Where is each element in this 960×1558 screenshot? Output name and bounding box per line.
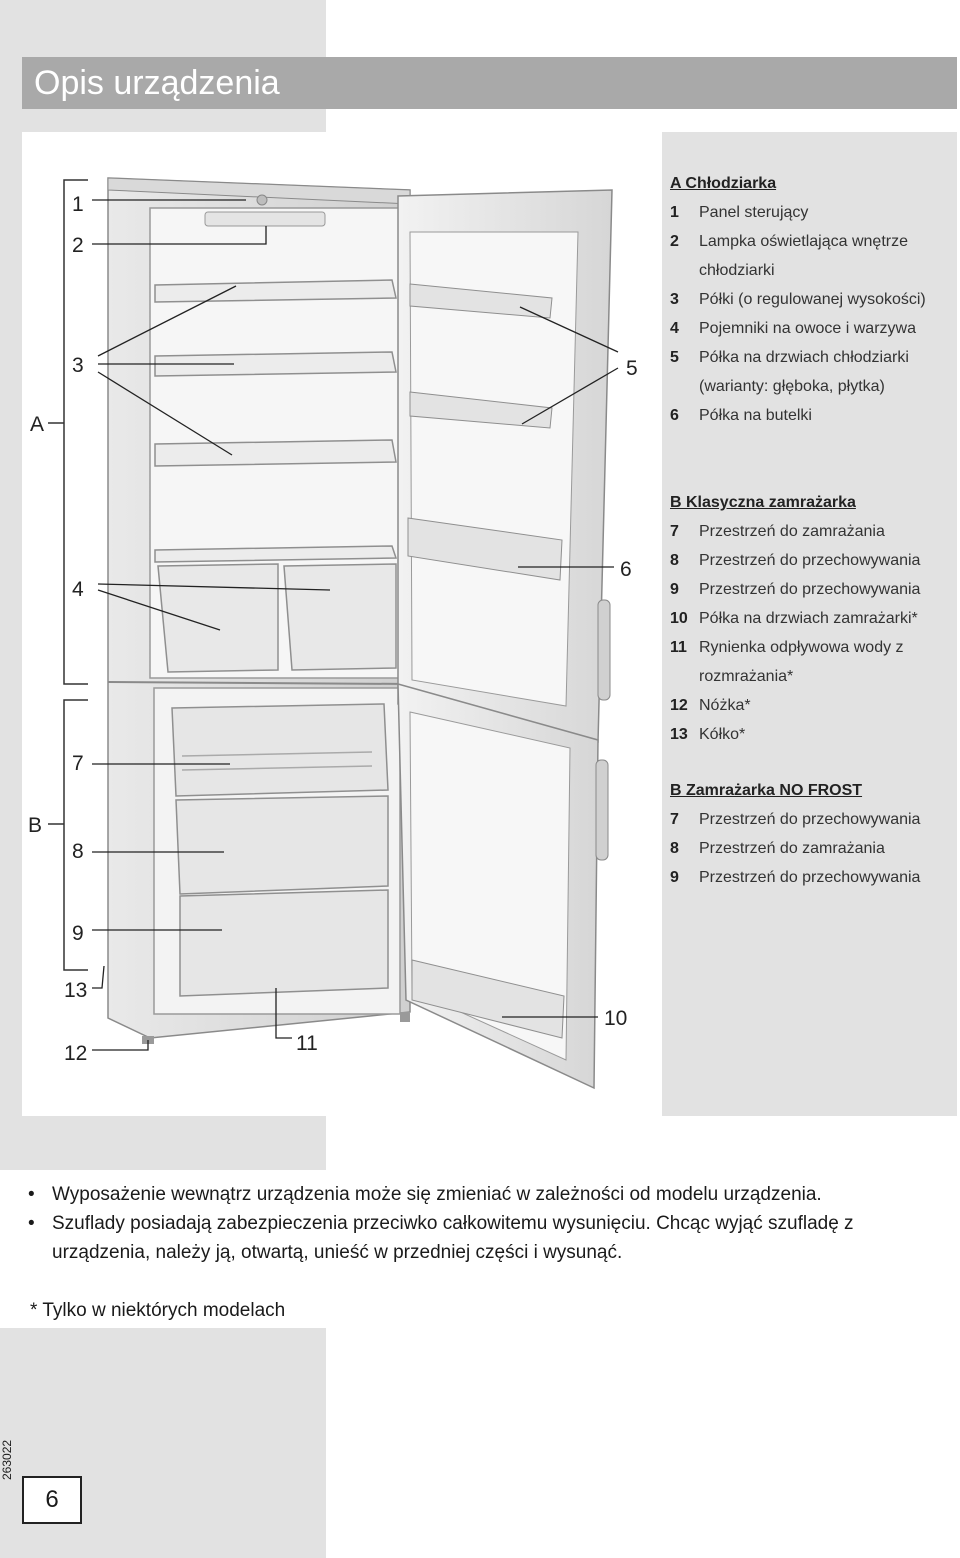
legend-number: 11 (670, 639, 687, 656)
legend-group-refrigerator: A Chłodziarka 1 Panel sterujący 2 Lampka o… (670, 169, 960, 430)
group-label-a: A (30, 413, 44, 436)
legend-number: 1 (670, 204, 679, 221)
note-text: Szuflady posiadają zabezpieczenia przeci… (52, 1213, 854, 1263)
legend-heading: B Klasyczna zamrażarka (670, 494, 856, 511)
legend-item: 11 Rynienka odpływowa wody z rozmrażania* (670, 633, 960, 691)
legend-group-classic-freezer: B Klasyczna zamrażarka 7 Przestrzeń do za… (670, 488, 960, 749)
legend-number: 8 (670, 840, 679, 857)
callout-leader-lines (92, 199, 619, 1051)
legend-text: Przestrzeń do przechowywania (699, 581, 921, 598)
footnote: * Tylko w niektórych modelach (30, 1300, 286, 1321)
legend-number: 13 (670, 726, 688, 743)
notes-list: • Wyposażenie wewnątrz urządzenia może s… (22, 1180, 952, 1267)
legend-item: 7 Przestrzeń do zamrażania (670, 517, 960, 546)
legend-text: Przestrzeń do zamrażania (699, 840, 885, 857)
legend-item: 3 Półki (o regulowanej wysokości) (670, 285, 960, 314)
callout-5: 5 (626, 357, 638, 380)
legend-item: 8 Przestrzeń do zamrażania (670, 834, 960, 863)
legend-item: 7 Przestrzeń do przechowywania (670, 805, 960, 834)
legend-text: Lampka oświetlająca wnętrze chłodziarki (699, 233, 908, 279)
legend-heading: B Zamrażarka NO FROST (670, 782, 863, 799)
legend-text: Przestrzeń do przechowywania (699, 869, 921, 886)
legend-number: 3 (670, 291, 679, 308)
legend-number: 9 (670, 869, 679, 886)
legend-item: 2 Lampka oświetlająca wnętrze chłodziarki (670, 227, 960, 285)
fridge-door (397, 189, 613, 743)
legend-text: Pojemniki na owoce i warzywa (699, 320, 916, 337)
legend-number: 12 (670, 697, 688, 714)
legend-item: 13 Kółko* (670, 720, 960, 749)
legend-item: 9 Przestrzeń do przechowywania (670, 863, 960, 892)
callout-6: 6 (620, 558, 632, 581)
document-code: 263022 (0, 1439, 14, 1480)
legend-heading: A Chłodziarka (670, 175, 777, 192)
legend-item: 5 Półka na drzwiach chłodziarki (warianty… (670, 343, 960, 401)
legend-text: Półka na drzwiach zamrażarki* (699, 610, 918, 627)
legend-text: Przestrzeń do przechowywania (699, 811, 921, 828)
legend-number: 6 (670, 407, 679, 424)
page-number: 6 (22, 1476, 82, 1524)
group-label-b: B (28, 814, 42, 837)
bullet: • (28, 1213, 35, 1234)
callout-13: 13 (64, 979, 87, 1002)
page-title: Opis urządzenia (22, 57, 957, 109)
callout-12: 12 (64, 1042, 87, 1065)
legend-item: 9 Przestrzeń do przechowywania (670, 575, 960, 604)
legend-number: 7 (670, 811, 679, 828)
legend-text: Nóżka* (699, 697, 751, 714)
callout-11: 11 (296, 1032, 318, 1055)
bullet: • (28, 1184, 35, 1205)
callout-7: 7 (72, 752, 84, 775)
callout-2: 2 (72, 234, 84, 257)
legend-item: 1 Panel sterujący (670, 198, 960, 227)
legend-text: Rynienka odpływowa wody z rozmrażania* (699, 639, 904, 685)
legend-text: Półki (o regulowanej wysokości) (699, 291, 926, 308)
callout-9: 9 (72, 922, 84, 945)
legend-number: 7 (670, 523, 679, 540)
legend-number: 2 (670, 233, 679, 250)
callout-1: 1 (72, 193, 84, 216)
group-brackets (48, 179, 88, 971)
note-item: • Wyposażenie wewnątrz urządzenia może s… (22, 1180, 952, 1209)
legend-item: 12 Nóżka* (670, 691, 960, 720)
legend-text: Przestrzeń do przechowywania (699, 552, 921, 569)
freezer-drawers (171, 703, 389, 997)
legend-item: 4 Pojemniki na owoce i warzywa (670, 314, 960, 343)
legend-number: 8 (670, 552, 679, 569)
legend-item: 10 Półka na drzwiach zamrażarki* (670, 604, 960, 633)
legend-item: 6 Półka na butelki (670, 401, 960, 430)
legend-number: 10 (670, 610, 688, 627)
legend-text: Kółko* (699, 726, 746, 743)
callout-3: 3 (72, 354, 84, 377)
legend-text: Panel sterujący (699, 204, 809, 221)
legend-text: Półka na butelki (699, 407, 812, 424)
legend-text: Przestrzeń do zamrażania (699, 523, 885, 540)
crisper-drawers (157, 563, 397, 673)
legend-panel (662, 132, 957, 1116)
legend-number: 9 (670, 581, 679, 598)
note-text: Wyposażenie wewnątrz urządzenia może się… (52, 1184, 822, 1205)
freezer-door (397, 683, 609, 1090)
control-panel (204, 194, 326, 227)
callout-4: 4 (72, 578, 84, 601)
note-item: • Szuflady posiadają zabezpieczenia prze… (22, 1209, 952, 1267)
legend-number: 5 (670, 349, 679, 366)
legend-item: 8 Przestrzeń do przechowywania (670, 546, 960, 575)
legend-number: 4 (670, 320, 679, 337)
callout-10: 10 (604, 1007, 627, 1030)
legend-text: Półka na drzwiach chłodziarki (warianty:… (699, 349, 909, 395)
callout-8: 8 (72, 840, 84, 863)
